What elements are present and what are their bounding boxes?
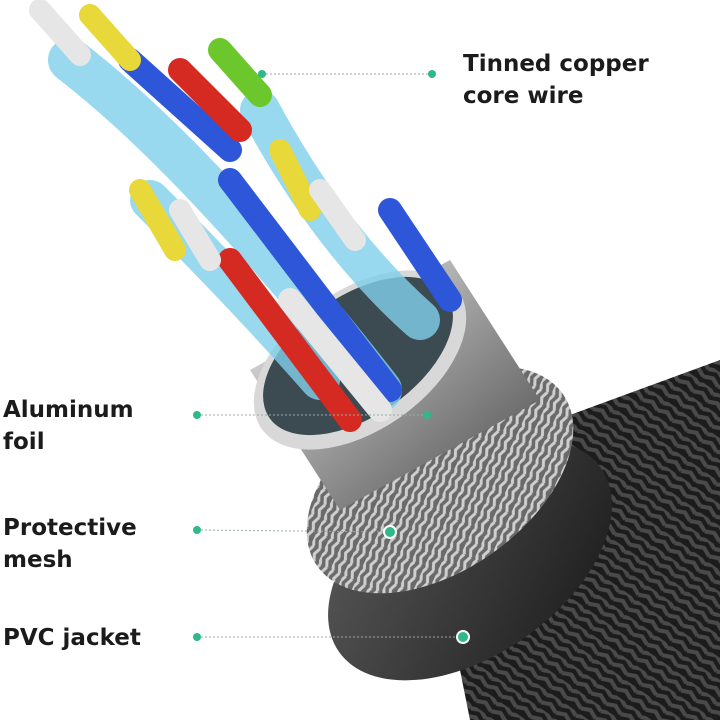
core-wires (29, 0, 462, 432)
label-protective-mesh: Protective mesh (3, 515, 137, 573)
callout-lines (193, 70, 470, 644)
callout-dot (193, 411, 201, 419)
label-pvc-jacket: PVC jacket (3, 625, 141, 651)
callout-dot (193, 526, 201, 534)
callout-dot (193, 633, 201, 641)
callout-dot (428, 70, 436, 78)
callout-dot (258, 70, 266, 78)
label-aluminum-foil: Aluminum foil (3, 397, 134, 455)
callout-dot (423, 411, 431, 419)
callout-dot (383, 525, 397, 539)
label-core-wire: Tinned copper core wire (463, 51, 649, 109)
callout-dot (456, 630, 470, 644)
